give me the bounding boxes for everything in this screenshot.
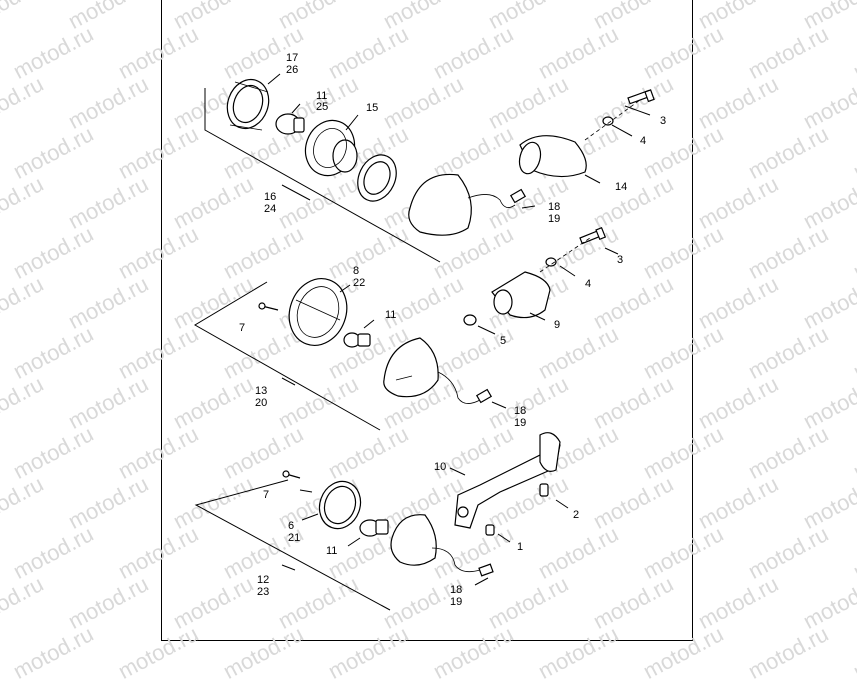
part-screw bbox=[282, 470, 301, 479]
callout-3: 3 bbox=[660, 115, 666, 127]
callout-17: 17 bbox=[286, 52, 298, 64]
connector bbox=[509, 188, 527, 204]
callout-6: 6 bbox=[288, 520, 294, 532]
part-screw bbox=[258, 302, 279, 311]
part-gasket-ring bbox=[357, 154, 397, 202]
callout-14: 14 bbox=[615, 181, 627, 193]
part-signal-housing bbox=[408, 173, 472, 236]
callout-16: 16 bbox=[264, 191, 276, 203]
bracket-line bbox=[194, 479, 391, 611]
callout-9: 9 bbox=[554, 319, 560, 331]
assembly-middle bbox=[194, 226, 619, 431]
part-lens-ring bbox=[226, 78, 270, 131]
callout-12: 12 bbox=[257, 574, 269, 586]
exploded-parts-diagram: 17 26 11 25 15 16 24 3 4 14 18 19 8 22 7… bbox=[194, 52, 666, 611]
callout-23: 23 bbox=[257, 586, 269, 598]
part-washer bbox=[545, 257, 557, 267]
callout-2: 2 bbox=[573, 509, 579, 521]
callout-11: 11 bbox=[385, 309, 396, 321]
callout-18: 18 bbox=[514, 405, 526, 417]
part-mount bbox=[491, 271, 551, 319]
callout-24: 24 bbox=[264, 203, 276, 215]
part-screw bbox=[627, 89, 655, 105]
callout-3: 3 bbox=[617, 254, 623, 266]
callout-18: 18 bbox=[450, 584, 462, 596]
callout-21: 21 bbox=[288, 532, 300, 544]
callout-19: 19 bbox=[514, 417, 526, 429]
assembly-bottom bbox=[194, 432, 569, 611]
part-screw bbox=[579, 226, 607, 245]
wire bbox=[467, 194, 516, 208]
part-socket-housing bbox=[304, 119, 358, 177]
part-signal-housing bbox=[383, 337, 439, 398]
part-lens-ring bbox=[318, 480, 362, 530]
wire bbox=[431, 547, 481, 573]
callout-7: 7 bbox=[239, 322, 245, 334]
connector bbox=[478, 563, 494, 577]
part-bulb bbox=[275, 113, 305, 135]
part-bolt bbox=[485, 524, 495, 536]
callout-22: 22 bbox=[353, 277, 365, 289]
callout-1: 1 bbox=[517, 541, 523, 553]
callout-8: 8 bbox=[353, 265, 359, 277]
callout-15: 15 bbox=[366, 102, 378, 114]
part-washer bbox=[463, 314, 477, 326]
part-lamp-housing bbox=[288, 278, 348, 346]
part-mount bbox=[518, 135, 587, 178]
callout-4: 4 bbox=[640, 135, 646, 147]
callout-19: 19 bbox=[548, 213, 560, 225]
callouts: 17 26 11 25 15 16 24 3 4 14 18 19 8 22 7… bbox=[239, 52, 666, 608]
callout-20: 20 bbox=[255, 397, 267, 409]
callout-11: 11 bbox=[316, 90, 327, 102]
callout-26: 26 bbox=[286, 64, 298, 76]
callout-11: 11 bbox=[326, 545, 337, 557]
part-bulb bbox=[359, 519, 389, 537]
part-signal-housing bbox=[390, 514, 437, 566]
part-washer bbox=[602, 116, 614, 126]
bracket-line bbox=[204, 88, 441, 263]
callout-7: 7 bbox=[263, 489, 269, 501]
callout-5: 5 bbox=[500, 335, 506, 347]
callout-4: 4 bbox=[585, 278, 591, 290]
assembly-top bbox=[204, 73, 655, 263]
part-bracket-arm bbox=[454, 432, 561, 529]
connector bbox=[475, 388, 493, 404]
part-bulb bbox=[343, 332, 371, 348]
callout-19: 19 bbox=[450, 596, 462, 608]
bracket-line bbox=[194, 281, 381, 431]
wire bbox=[437, 371, 481, 404]
part-bolt bbox=[539, 483, 549, 497]
callout-18: 18 bbox=[548, 201, 560, 213]
callout-25: 25 bbox=[316, 101, 328, 113]
callout-10: 10 bbox=[434, 461, 446, 473]
callout-13: 13 bbox=[255, 385, 267, 397]
